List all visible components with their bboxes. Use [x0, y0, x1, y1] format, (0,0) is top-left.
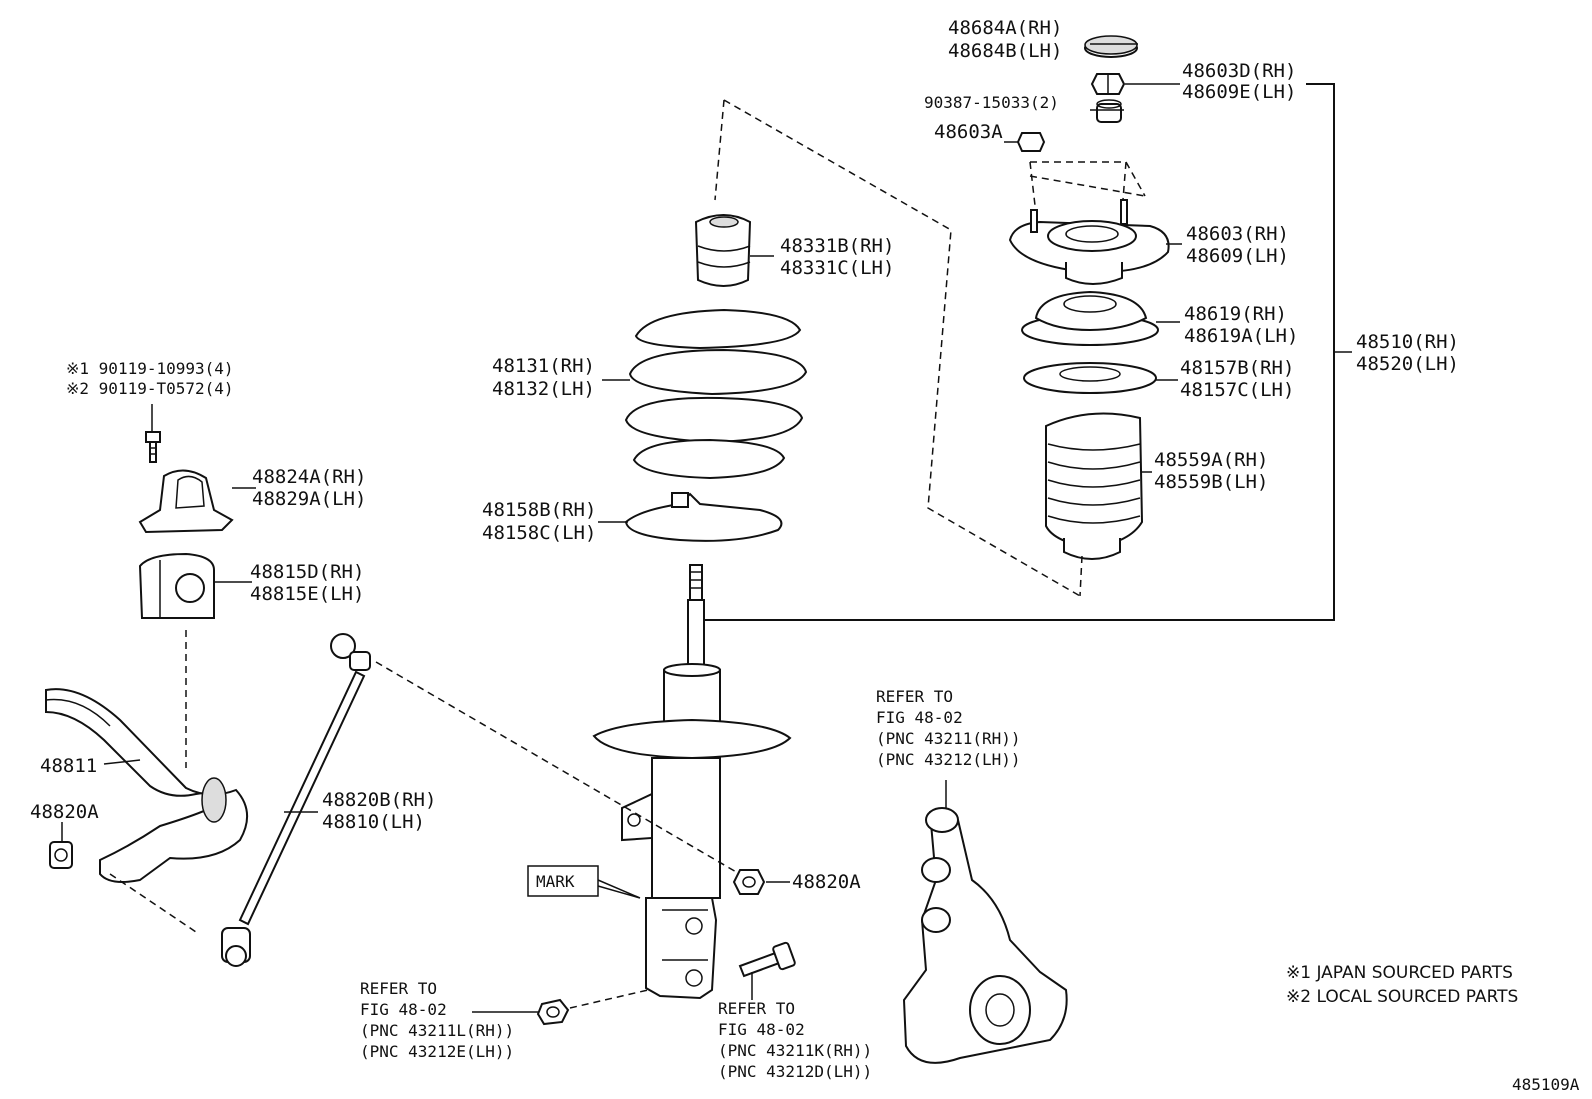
strut-bolt-part	[738, 941, 796, 978]
assembly-guide-line	[714, 99, 1081, 597]
ref-bolt-line4: (PNC 43212D(LH))	[718, 1062, 872, 1081]
ref-knuckle-line1: REFER TO	[876, 687, 953, 706]
strut-assembly-part	[592, 564, 792, 1000]
diagram-id: 485109A	[1512, 1075, 1580, 1094]
label-48559-rh: 48559A(RH)	[1154, 449, 1268, 471]
lower-insulator-part	[624, 492, 783, 542]
stabilizer-nut-part	[49, 841, 73, 869]
mark-box	[527, 865, 599, 897]
bump-stop-part	[694, 214, 752, 287]
label-48131-lh: 48132(LH)	[492, 378, 595, 400]
assembly-guide-line	[109, 873, 197, 933]
label-48331-lh: 48331C(LH)	[780, 257, 894, 279]
strut-mount-part	[1008, 199, 1170, 285]
label-48157-rh: 48157B(RH)	[1180, 357, 1294, 379]
assembly-guide-line	[569, 989, 649, 1009]
label-90119-local: ※2 90119-T0572(4)	[66, 379, 234, 398]
label-48510-rh: 48510(RH)	[1356, 331, 1459, 353]
link-nut-part	[732, 869, 766, 895]
label-48619-rh: 48619(RH)	[1184, 303, 1287, 325]
label-90119-japan: ※1 90119-10993(4)	[66, 359, 234, 378]
ref-bolt-line2: FIG 48-02	[718, 1020, 805, 1039]
label-48559-lh: 48559B(LH)	[1154, 471, 1268, 493]
label-48820b-lh: 48810(LH)	[322, 811, 425, 833]
assembly-guide-line	[375, 661, 751, 881]
label-48820a-left: 48820A	[30, 801, 99, 823]
label-48603a: 48603A	[934, 121, 1003, 143]
label-48815-lh: 48815E(LH)	[250, 583, 364, 605]
label-48820b-rh: 48820B(RH)	[322, 789, 436, 811]
ref-nut-line2: FIG 48-02	[360, 1000, 447, 1019]
assembly-guide-line	[1079, 555, 1083, 597]
label-48331-rh: 48331B(RH)	[780, 235, 894, 257]
label-48811: 48811	[40, 755, 97, 777]
label-48684-lh: 48684B(LH)	[948, 40, 1062, 62]
top-nut-part	[1090, 73, 1126, 95]
label-48824-lh: 48829A(LH)	[252, 488, 366, 510]
ref-bolt-line3: (PNC 43211K(RH))	[718, 1041, 872, 1060]
strut-nut-part	[536, 998, 570, 1026]
stabilizer-link-part	[221, 633, 371, 967]
leader-lines	[61, 43, 1182, 883]
ref-knuckle-line2: FIG 48-02	[876, 708, 963, 727]
stabilizer-bracket-part	[138, 469, 234, 534]
ref-knuckle-line4: (PNC 43212(LH))	[876, 750, 1021, 769]
label-48815-rh: 48815D(RH)	[250, 561, 364, 583]
label-48131-rh: 48131(RH)	[492, 355, 595, 377]
label-48603-lh: 48609(LH)	[1186, 245, 1289, 267]
label-48510-lh: 48520(LH)	[1356, 353, 1459, 375]
bushing-part	[1096, 99, 1122, 123]
ref-nut-line1: REFER TO	[360, 979, 437, 998]
spring-insulator-part	[1023, 362, 1157, 394]
label-90387: 90387-15033(2)	[924, 93, 1059, 112]
label-48603d-lh: 48609E(LH)	[1182, 81, 1296, 103]
assembly-bracket-line	[704, 83, 1335, 621]
ref-nut-line4: (PNC 43212E(LH))	[360, 1042, 514, 1061]
label-48820a-right: 48820A	[792, 871, 861, 893]
steering-knuckle-part	[902, 807, 1068, 1064]
mount-nut-part	[1016, 132, 1046, 152]
ref-bolt-line1: REFER TO	[718, 999, 795, 1018]
dust-boot-part	[1045, 412, 1144, 560]
note-local-sourced: ※2 LOCAL SOURCED PARTS	[1286, 987, 1518, 1007]
label-48158-rh: 48158B(RH)	[482, 499, 596, 521]
bracket-bolt-part	[145, 431, 161, 463]
stabilizer-bushing-part	[138, 552, 215, 619]
mark-label: MARK	[536, 872, 575, 891]
label-48824-rh: 48824A(RH)	[252, 466, 366, 488]
stabilizer-bar-part	[45, 688, 248, 883]
label-48684-rh: 48684A(RH)	[948, 17, 1062, 39]
ref-nut-line3: (PNC 43211L(RH))	[360, 1021, 514, 1040]
label-48157-lh: 48157C(LH)	[1180, 379, 1294, 401]
coil-spring-part	[624, 308, 808, 480]
label-48603-rh: 48603(RH)	[1186, 223, 1289, 245]
label-48603d-rh: 48603D(RH)	[1182, 60, 1296, 82]
note-japan-sourced: ※1 JAPAN SOURCED PARTS	[1286, 963, 1513, 983]
label-48619-lh: 48619A(LH)	[1184, 325, 1298, 347]
assembly-guide-line	[1029, 161, 1146, 215]
ref-knuckle-line3: (PNC 43211(RH))	[876, 729, 1021, 748]
dust-cap-part	[1084, 35, 1138, 58]
strut-bearing-part	[1021, 290, 1159, 346]
label-48158-lh: 48158C(LH)	[482, 522, 596, 544]
